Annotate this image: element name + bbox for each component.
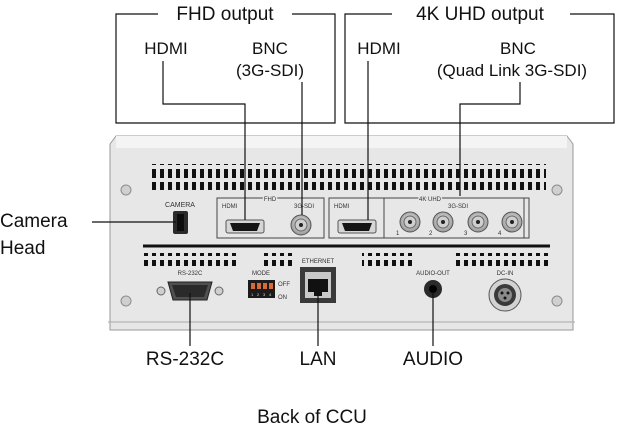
- dc-in-connector[interactable]: DC-IN: [488, 271, 522, 312]
- fhd-output-title: FHD output: [176, 4, 274, 25]
- vent-grille: [262, 253, 296, 266]
- sdi-port-number: 2: [429, 231, 433, 237]
- audio-callout: AUDIO: [403, 292, 463, 370]
- ethernet-panel-label: ETHERNET: [302, 259, 335, 265]
- lan-label: LAN: [300, 349, 337, 370]
- vent-grille: [143, 253, 239, 266]
- audio-out-panel-label: AUDIO-OUT: [416, 271, 450, 277]
- dip-number: 1: [251, 292, 254, 297]
- uhd-output-title: 4K UHD output: [416, 4, 545, 25]
- rs232c-callout: RS-232C: [146, 293, 224, 370]
- sdi-port-number: 3: [464, 231, 468, 237]
- fhd-hdmi-leader: [162, 61, 246, 220]
- uhd-hdmi-label: HDMI: [357, 39, 400, 58]
- mode-dip-switch[interactable]: MODE OFF ON 1 2 3 4: [248, 271, 290, 301]
- dip-off-label: OFF: [278, 282, 290, 288]
- screw: [120, 295, 132, 307]
- uhd-panel-label: 4K UHD: [419, 197, 442, 203]
- uhd-bnc-leader: [459, 82, 521, 196]
- fhd-bnc-sublabel: (3G-SDI): [236, 61, 304, 80]
- vent-grille: [362, 253, 414, 266]
- vent-grille: [452, 253, 550, 266]
- dip-number: 4: [269, 292, 272, 297]
- dip-on-label: ON: [278, 295, 287, 301]
- rs232c-label: RS-232C: [146, 349, 224, 370]
- hdmi-fhd-port[interactable]: [225, 219, 265, 234]
- fhd-hdmi-label: HDMI: [144, 39, 187, 58]
- screw: [120, 184, 132, 196]
- camera-head-label-line2: Head: [0, 238, 45, 259]
- fhd-bnc-label: BNC: [252, 39, 288, 58]
- hdmi-fhd-panel-label: HDMI: [222, 204, 238, 210]
- camera-panel-label: CAMERA: [165, 202, 195, 209]
- hdmi-uhd-panel-label: HDMI: [334, 204, 350, 210]
- bnc-uhd-port-1[interactable]: [399, 211, 421, 233]
- rs232c-panel-label: RS-232C: [178, 271, 203, 277]
- screw: [551, 184, 563, 196]
- bnc-uhd-port-4[interactable]: [501, 211, 523, 233]
- audio-label: AUDIO: [403, 349, 463, 370]
- lan-callout: LAN: [300, 285, 337, 370]
- audio-out-jack[interactable]: AUDIO-OUT: [416, 271, 450, 298]
- bnc-uhd-port-2[interactable]: [432, 211, 454, 233]
- camera-head-callout: Camera Head: [0, 211, 176, 259]
- sdi-uhd-panel-label: 3G-SDI: [448, 204, 468, 210]
- dc-in-panel-label: DC-IN: [497, 271, 514, 277]
- rs232c-connector[interactable]: RS-232C: [156, 271, 224, 301]
- sdi-fhd-panel-label: 3G-SDI: [294, 204, 314, 210]
- sdi-port-number: 4: [498, 231, 502, 237]
- fhd-output-block: FHD HDMI 3G-SDI: [216, 196, 325, 239]
- sdi-port-number: 1: [396, 231, 400, 237]
- uhd-bnc-label: BNC: [500, 39, 536, 58]
- mode-panel-label: MODE: [252, 271, 270, 277]
- bnc-uhd-port-3[interactable]: [467, 211, 489, 233]
- dip-number: 2: [257, 292, 260, 297]
- vent-grille: [148, 164, 546, 190]
- fhd-panel-label: FHD: [264, 197, 277, 203]
- hdmi-uhd-port[interactable]: [337, 219, 377, 234]
- screw: [551, 295, 563, 307]
- diagram-caption: Back of CCU: [257, 407, 367, 428]
- camera-connector[interactable]: CAMERA: [165, 202, 195, 234]
- dip-number: 3: [263, 292, 266, 297]
- uhd-output-block: 4K UHD HDMI 3G-SDI 1 2 3 4: [328, 196, 530, 239]
- camera-head-label-line1: Camera: [0, 211, 68, 232]
- uhd-callout: 4K UHD output HDMI BNC (Quad Link 3G-SDI…: [344, 4, 615, 220]
- uhd-bnc-sublabel: (Quad Link 3G-SDI): [437, 61, 587, 80]
- fhd-callout: FHD output HDMI BNC (3G-SDI): [115, 4, 336, 220]
- bnc-fhd-port[interactable]: [290, 214, 312, 236]
